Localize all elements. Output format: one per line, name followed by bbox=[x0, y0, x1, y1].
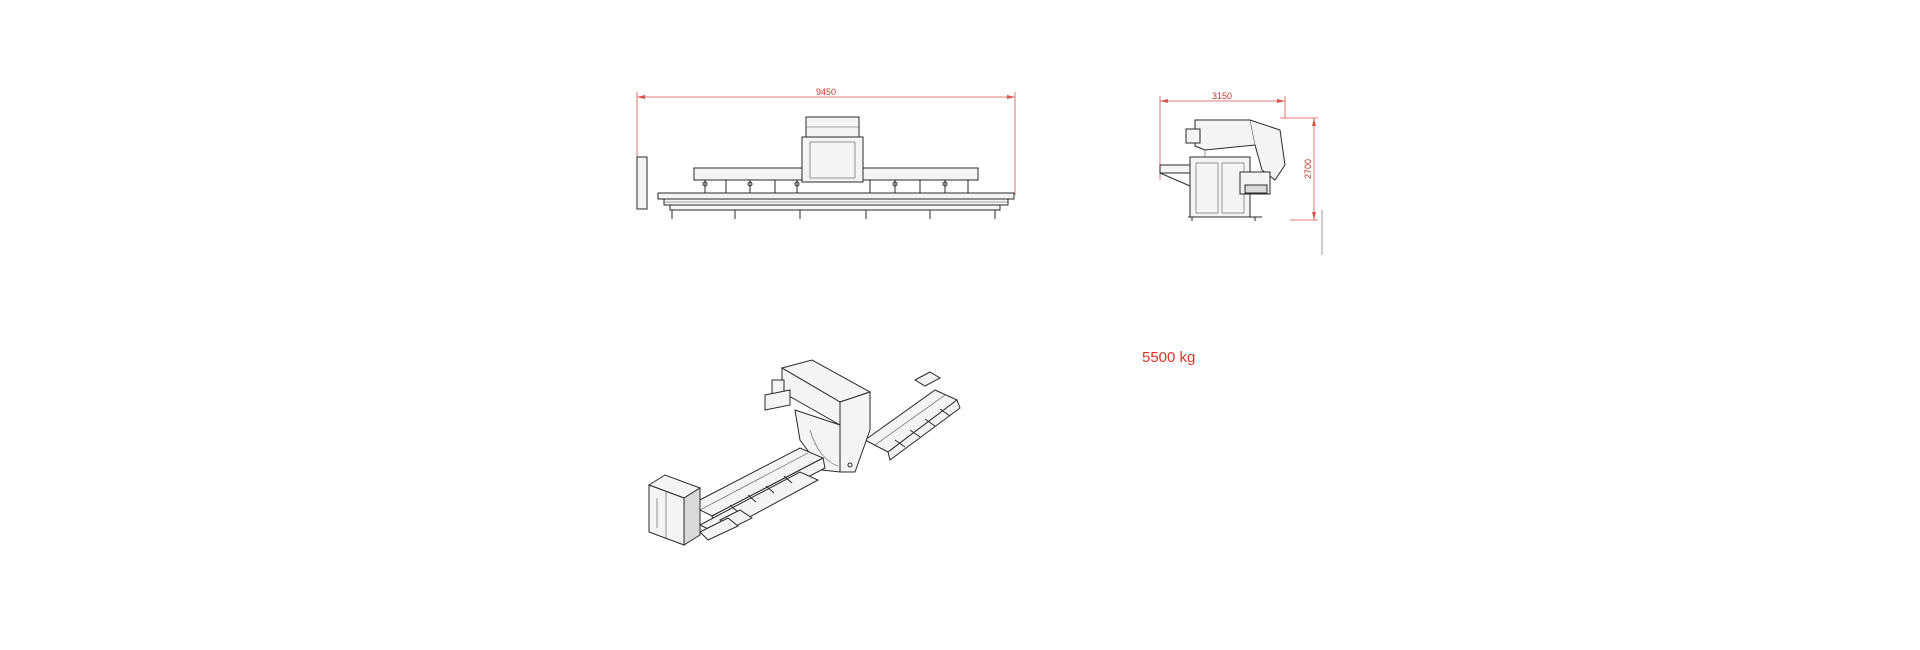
isometric-view bbox=[647, 359, 961, 546]
iso-control-cabinet bbox=[647, 474, 702, 546]
side-depth-value: 3150 bbox=[1212, 91, 1232, 101]
iso-saw-housing bbox=[764, 359, 872, 473]
front-legs bbox=[671, 210, 996, 219]
front-control-cabinet bbox=[636, 156, 648, 210]
front-conveyor-bed bbox=[657, 192, 1015, 211]
side-view: 3150 2700 bbox=[1159, 91, 1323, 255]
side-height-dimension: 2700 bbox=[1280, 117, 1323, 255]
front-upper-rails bbox=[693, 167, 979, 181]
side-machine-profile bbox=[1159, 119, 1286, 221]
front-length-dimension: 9450 bbox=[636, 87, 1016, 195]
front-length-value: 9450 bbox=[816, 87, 836, 97]
side-height-value: 2700 bbox=[1303, 159, 1313, 179]
front-saw-housing bbox=[801, 116, 864, 183]
iso-right-conveyor bbox=[864, 371, 961, 461]
front-view: 9450 bbox=[636, 87, 1016, 219]
iso-left-conveyor bbox=[688, 447, 826, 541]
machine-weight-label: 5500 kg bbox=[1142, 349, 1195, 366]
